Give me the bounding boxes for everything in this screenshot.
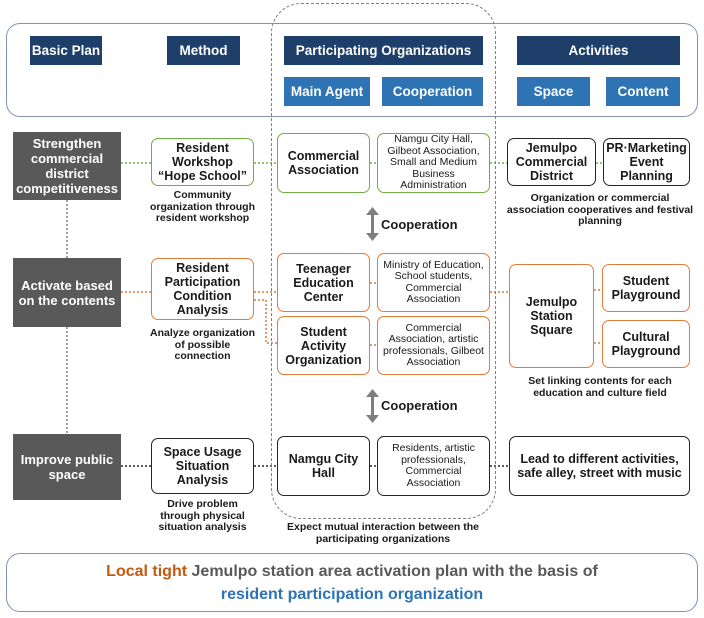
method-caption-participation: Analyze organization of possible connect… xyxy=(149,327,255,362)
header-basic-plan: Basic Plan xyxy=(30,36,102,65)
header-cooperation: Cooperation xyxy=(382,77,483,106)
plan-strengthen-commercial: Strengthen commercial district competiti… xyxy=(13,132,121,200)
cooperation-label-2: Cooperation xyxy=(381,398,458,413)
bottom-line-1: Local tight Jemulpo station area activat… xyxy=(106,560,598,583)
coop-row2a: Ministry of Education, School students, … xyxy=(377,253,490,312)
header-activities: Activities xyxy=(517,36,680,65)
bottom-text: Jemulpo station area activation plan wit… xyxy=(191,562,598,580)
interaction-caption: Expect mutual interaction between the pa… xyxy=(287,521,479,545)
participating-organizations-frame xyxy=(271,3,496,519)
activity-row3: Lead to different activities, safe alley… xyxy=(509,436,690,496)
plan-activate-contents: Activate based on the contents xyxy=(13,258,121,327)
cooperation-arrow-1 xyxy=(366,207,379,241)
agent-commercial-association: Commercial Association xyxy=(277,133,370,193)
space-jemulpo-station-square: Jemulpo Station Square xyxy=(509,264,594,368)
method-space-usage-analysis: Space Usage Situation Analysis xyxy=(151,438,254,494)
method-caption-space: Drive problem through physical situation… xyxy=(158,498,247,533)
bottom-line-2: resident participation organization xyxy=(220,585,484,603)
content-cultural-playground: Cultural Playground xyxy=(602,320,690,368)
content-pr-marketing: PR·Marketing Event Planning xyxy=(603,138,690,186)
space-jemulpo-commercial-district: Jemulpo Commercial District xyxy=(507,138,596,186)
activity-caption-row1: Organization or commercial association c… xyxy=(506,192,694,227)
agent-teenager-education-center: Teenager Education Center xyxy=(277,253,370,312)
agent-namgu-city-hall: Namgu City Hall xyxy=(277,436,370,496)
cooperation-arrow-2 xyxy=(366,389,379,423)
coop-row1: Namgu City Hall, Gilbeot Association, Sm… xyxy=(377,133,490,193)
content-student-playground: Student Playground xyxy=(602,264,690,312)
coop-row3: Residents, artistic professionals, Comme… xyxy=(377,436,490,496)
method-caption-workshop: Community organization through resident … xyxy=(150,189,255,224)
header-content: Content xyxy=(606,77,680,106)
coop-row2b: Commercial Association, artistic profess… xyxy=(377,316,490,375)
cooperation-label-1: Cooperation xyxy=(381,217,458,232)
header-space: Space xyxy=(517,77,590,106)
header-method: Method xyxy=(167,36,240,65)
method-resident-workshop: Resident Workshop “Hope School” xyxy=(151,138,254,186)
plan-improve-public-space: Improve public space xyxy=(13,434,121,500)
bottom-highlight: Local tight xyxy=(106,562,188,580)
agent-student-activity-org: Student Activity Organization xyxy=(277,316,370,375)
header-frame xyxy=(6,23,698,117)
header-main-agent: Main Agent xyxy=(284,77,370,106)
bottom-banner: Local tight Jemulpo station area activat… xyxy=(6,553,698,612)
header-participating-organizations: Participating Organizations xyxy=(284,36,483,65)
method-participation-analysis: Resident Participation Condition Analysi… xyxy=(151,258,254,320)
activity-caption-row2: Set linking contents for each education … xyxy=(528,375,672,399)
